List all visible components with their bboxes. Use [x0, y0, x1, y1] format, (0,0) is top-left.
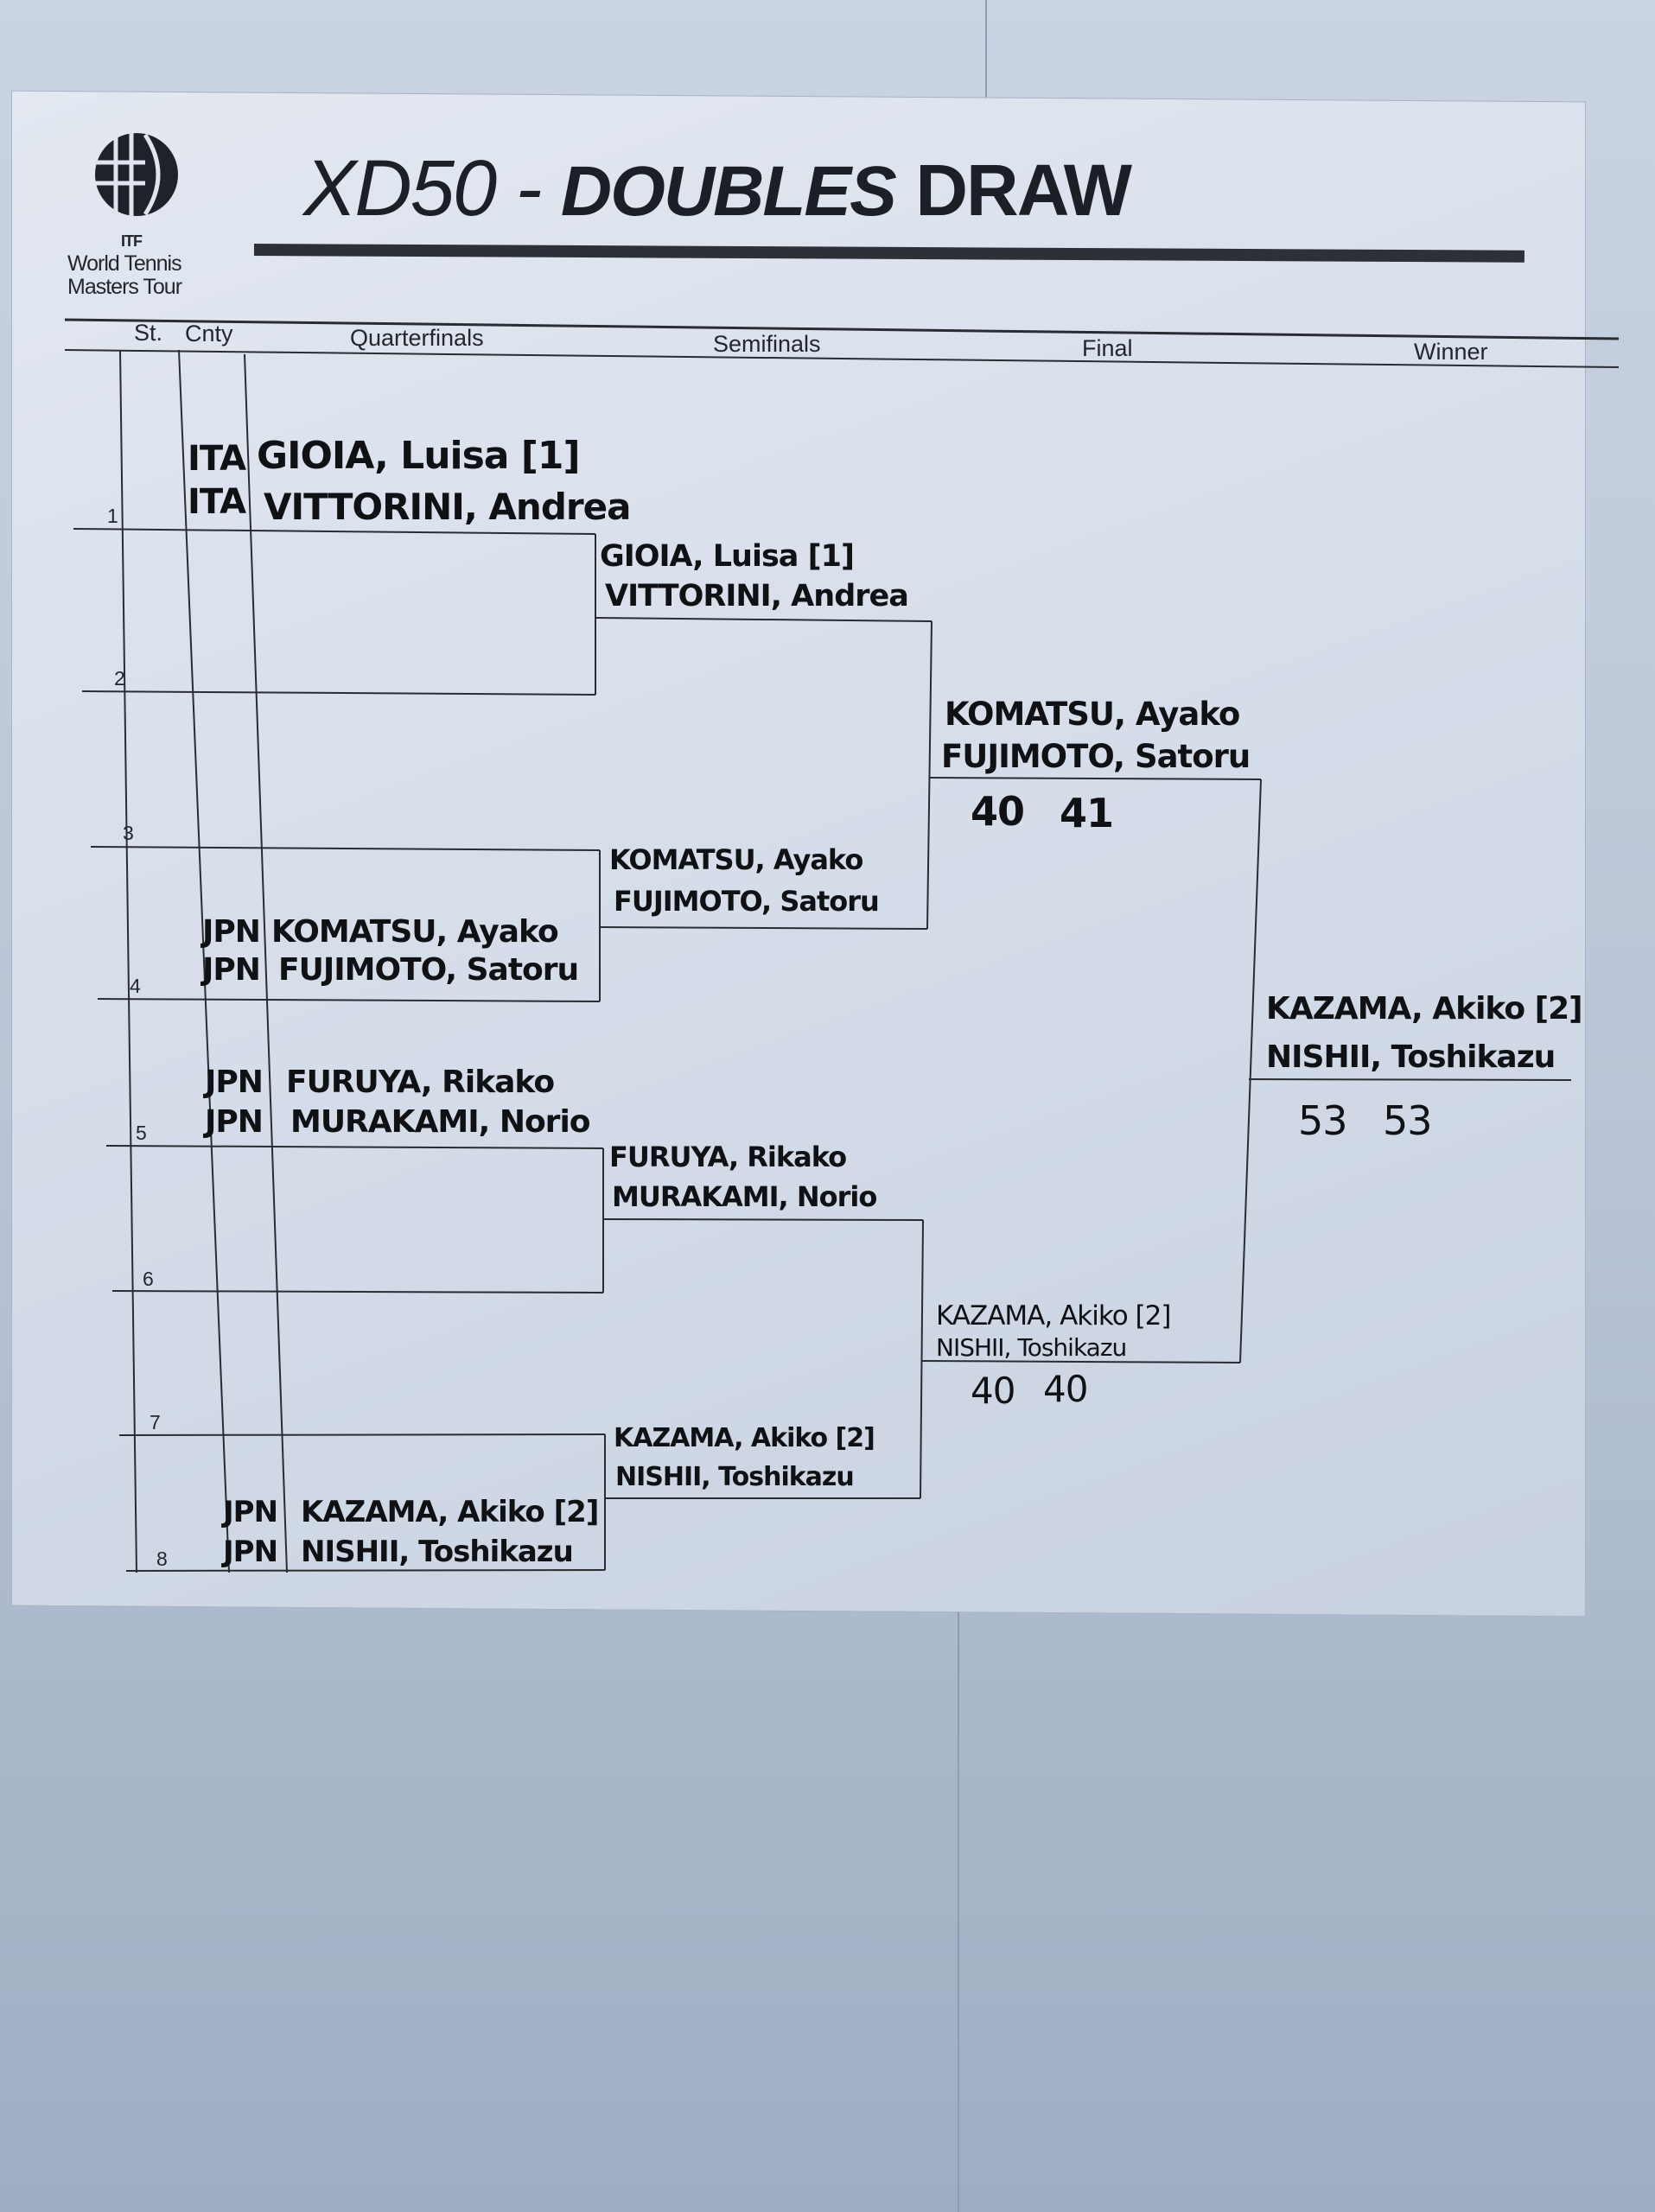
title-handwritten: DOUBLES	[560, 152, 897, 231]
draw-line-number: 3	[123, 822, 134, 844]
sf-player: GIOIA, Luisa [1]	[600, 539, 855, 574]
draw-line-number: 8	[156, 1548, 168, 1570]
winner-line	[1248, 1078, 1572, 1081]
final-player: KOMATSU, Ayako	[945, 696, 1240, 733]
header-bottom-rule	[64, 349, 1620, 368]
col-quarterfinals: Quarterfinals	[350, 325, 484, 351]
header-top-rule	[64, 318, 1620, 340]
final-score: 40	[1043, 1368, 1088, 1410]
wall-seam-bottom	[958, 1607, 959, 2212]
draw-line-number: 6	[143, 1268, 154, 1290]
col-country: Cnty	[185, 321, 233, 346]
sf-player: KAZAMA, Akiko [2]	[614, 1423, 875, 1453]
qf-country: JPN	[223, 1495, 278, 1529]
draw-line-number: 1	[107, 505, 118, 527]
qf-country: JPN	[205, 1065, 264, 1100]
draw-line-number: 4	[130, 975, 141, 997]
col-seed: St.	[134, 320, 163, 346]
qf-country: JPN	[202, 914, 261, 950]
col-winner: Winner	[1414, 339, 1488, 365]
sf-player: FUJIMOTO, Satoru	[614, 885, 880, 918]
qf-player: FURUYA, Rikako	[286, 1065, 555, 1100]
wall-seam-top	[985, 0, 987, 104]
seed-column-divider	[119, 349, 137, 1573]
qf-player: GIOIA, Luisa [1]	[257, 434, 581, 478]
sf-player: NISHII, Toshikazu	[615, 1462, 855, 1492]
qf-country: ITA	[188, 482, 246, 522]
winner-score: 53	[1298, 1097, 1348, 1144]
title-underline	[253, 244, 1525, 263]
winner-score: 53	[1383, 1097, 1433, 1144]
qf-player: KOMATSU, Ayako	[271, 914, 559, 950]
qf-player: VITTORINI, Andrea	[264, 486, 631, 528]
sf-lines	[595, 617, 933, 1499]
country-column-right-divider	[244, 353, 288, 1573]
qf-player: FUJIMOTO, Satoru	[278, 952, 579, 988]
col-semifinals: Semifinals	[713, 331, 821, 357]
draw-line-number: 2	[114, 667, 125, 690]
final-score: 40	[971, 788, 1025, 835]
itf-globe-logo-icon	[92, 130, 178, 219]
final-score: 40	[971, 1370, 1015, 1412]
draw-line-number: 7	[150, 1411, 161, 1433]
qf-player: MURAKAMI, Norio	[290, 1104, 591, 1140]
title-event: XD50 -	[303, 144, 542, 232]
title-printed: DRAW	[915, 149, 1132, 231]
winner-player: NISHII, Toshikazu	[1266, 1039, 1556, 1075]
final-lines	[920, 777, 1262, 1363]
qf-country: JPN	[202, 952, 261, 988]
org-name-line1: World Tennis	[67, 251, 182, 276]
page-title: XD50 - DOUBLES DRAW	[303, 143, 1132, 234]
col-final: Final	[1082, 335, 1133, 361]
sf-player: MURAKAMI, Norio	[612, 1180, 877, 1213]
qf-player: KAZAMA, Akiko [2]	[301, 1495, 599, 1529]
draw-line-number: 5	[136, 1122, 147, 1144]
sf-player: VITTORINI, Andrea	[605, 579, 909, 613]
qf-country: JPN	[205, 1104, 264, 1140]
final-score: 41	[1060, 790, 1114, 836]
qf-country: ITA	[188, 439, 246, 479]
qf-country: JPN	[223, 1535, 278, 1569]
final-player: KAZAMA, Akiko [2]	[936, 1300, 1171, 1332]
itf-mark: ITF	[121, 232, 143, 250]
qf-player: NISHII, Toshikazu	[301, 1535, 574, 1569]
sf-player: KOMATSU, Ayako	[609, 843, 863, 876]
final-player: NISHII, Toshikazu	[936, 1333, 1127, 1362]
sf-player: FURUYA, Rikako	[609, 1141, 847, 1173]
final-player: FUJIMOTO, Satoru	[941, 738, 1251, 775]
qf-lines	[73, 528, 606, 1572]
org-name-line2: Masters Tour	[67, 275, 182, 299]
country-column-left-divider	[178, 349, 230, 1573]
winner-player: KAZAMA, Akiko [2]	[1266, 991, 1583, 1027]
